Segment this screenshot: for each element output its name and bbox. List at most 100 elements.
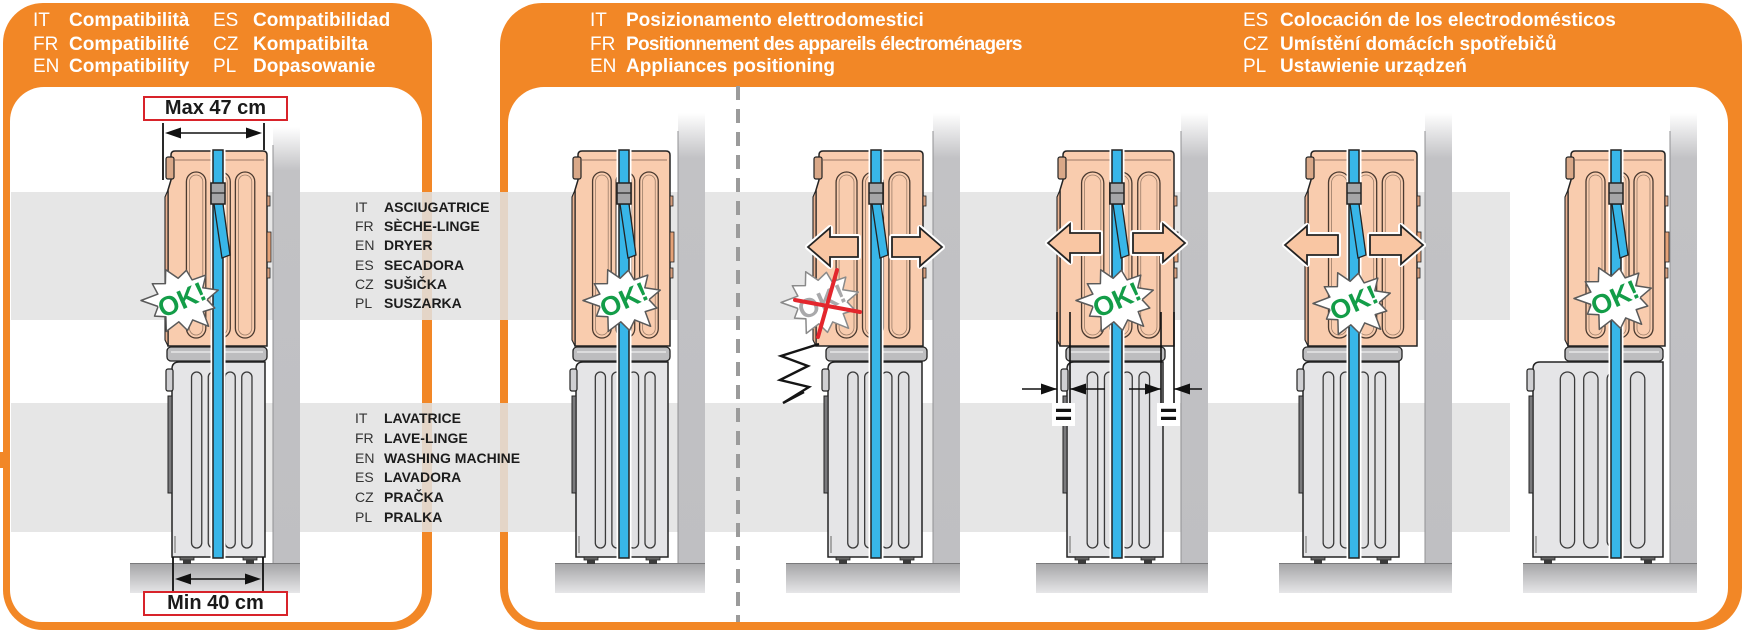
lang-code: PL (355, 509, 373, 525)
equal-mark-box (1157, 403, 1180, 426)
washer-foot (242, 556, 258, 561)
dimension-arrow-icon (175, 573, 191, 585)
wall (273, 127, 300, 565)
washer-vent-slot (1322, 371, 1335, 549)
dryer-side-tab (1664, 195, 1669, 207)
washer-vent-slot (897, 371, 910, 549)
dryer-side-tab (922, 195, 927, 207)
dryer-side-tab (1173, 195, 1178, 207)
heading-text: Dopasowanie (253, 56, 376, 77)
dryer-vent-slot (234, 171, 256, 339)
washer-knob (165, 368, 174, 392)
floor (130, 563, 300, 593)
safety-strap (1348, 149, 1360, 559)
washer-foot-base (1380, 560, 1388, 564)
dryer-vent-slot-inner (237, 174, 253, 336)
washer-foot-base (1644, 560, 1652, 564)
lang-code: EN (355, 237, 375, 254)
lang-code: IT (355, 410, 368, 426)
heading-text: Umístění domácích spotřebičů (1280, 34, 1557, 55)
washer-vent-slot (644, 371, 656, 549)
scene-dryer-offset-stack: OK! (776, 113, 960, 593)
washer-foot (1074, 556, 1090, 561)
dimension-arrow-icon (246, 127, 262, 139)
dryer-side-tab (1416, 195, 1421, 207)
wall (1181, 113, 1208, 565)
appliance-name: SUŠIČKA (384, 275, 448, 292)
floor (1036, 563, 1208, 593)
lang-code: IT (355, 199, 368, 215)
washer-vent-slot (1629, 371, 1646, 549)
washer-foot-base (587, 560, 595, 564)
heading-text: Kompatibilta (253, 34, 369, 55)
shift-right-arrow-icon (1132, 222, 1187, 264)
lang-code: EN (33, 56, 60, 77)
washer-foot (645, 556, 661, 561)
ok-burst-icon (582, 269, 662, 333)
lang-code: FR (355, 429, 374, 446)
shift-left-arrow-icon (806, 226, 859, 268)
appliance-name: PRALKA (384, 509, 443, 525)
lang-code: EN (590, 56, 617, 77)
dryer-door-edge (1564, 189, 1569, 347)
washer-knob (569, 368, 578, 392)
washer-vent-slot (847, 371, 859, 549)
equal-overhang-mark: = (1160, 398, 1178, 431)
dryer-knob (572, 156, 582, 180)
heading-text: Compatibilité (69, 34, 190, 55)
heading-text: Compatibilità (69, 10, 190, 31)
ok-burst-icon (1573, 267, 1653, 331)
washer-door-edge (1062, 395, 1068, 494)
dryer-vent-slot (638, 171, 659, 339)
dryer-side-tab (922, 267, 927, 279)
dryer-vent-slot-inner (189, 174, 204, 336)
washer-vent-slot (1138, 371, 1151, 549)
washer-foot-base (1144, 560, 1152, 564)
heading-text: Positionnement des appareils électroména… (626, 34, 1022, 55)
appliance-name: SUSZARKA (384, 295, 462, 311)
washer-knob (821, 368, 830, 392)
washer-knob (1296, 368, 1305, 392)
washer-door-edge (823, 395, 829, 494)
appliance-name: ASCIUGATRICE (384, 199, 490, 215)
dryer-side-tab (1416, 267, 1421, 279)
lang-code: CZ (355, 275, 374, 292)
equal-mark-box (1052, 403, 1075, 426)
safety-strap (870, 149, 882, 559)
lang-code: ES (213, 10, 239, 31)
dimension-arrow-icon (1174, 383, 1190, 395)
dryer-door-edge (571, 189, 576, 347)
washer-foot-base (246, 560, 254, 564)
washer-foot-base (1544, 560, 1552, 564)
wall (1425, 113, 1452, 565)
lang-code: PL (213, 56, 237, 77)
shift-right-arrow-icon (891, 226, 944, 268)
washer-foot (1540, 556, 1556, 561)
safety-strap (618, 149, 630, 559)
lang-code: FR (33, 34, 59, 55)
dashed-divider (736, 86, 740, 622)
washer-foot (1376, 556, 1392, 561)
dryer-knob (1305, 156, 1315, 180)
washer-vent-slot (241, 371, 253, 549)
scene-dryer-wider-stack: OK! (1279, 113, 1452, 593)
lang-code: PL (355, 295, 373, 311)
heading-text: Appliances positioning (626, 56, 836, 77)
dryer-side-tab (1664, 267, 1669, 279)
appliance-name: PRAČKA (384, 489, 444, 506)
washer-foot (1310, 556, 1326, 561)
washer-knob (1060, 368, 1069, 392)
dryer-vent-slot-inner (595, 174, 609, 336)
lang-code: CZ (213, 34, 239, 55)
lang-code: FR (590, 34, 616, 55)
washer-vent-slot (224, 371, 236, 549)
washer-knob (1526, 368, 1535, 392)
dimension-arrow-icon (1070, 383, 1086, 395)
washer-door-edge (571, 395, 577, 494)
appliance-name: SECADORA (384, 256, 465, 273)
dryer-side-tab (266, 231, 272, 263)
washer-foot (583, 556, 599, 561)
washer-foot-base (839, 560, 847, 564)
equal-overhang-mark: = (1055, 398, 1073, 431)
